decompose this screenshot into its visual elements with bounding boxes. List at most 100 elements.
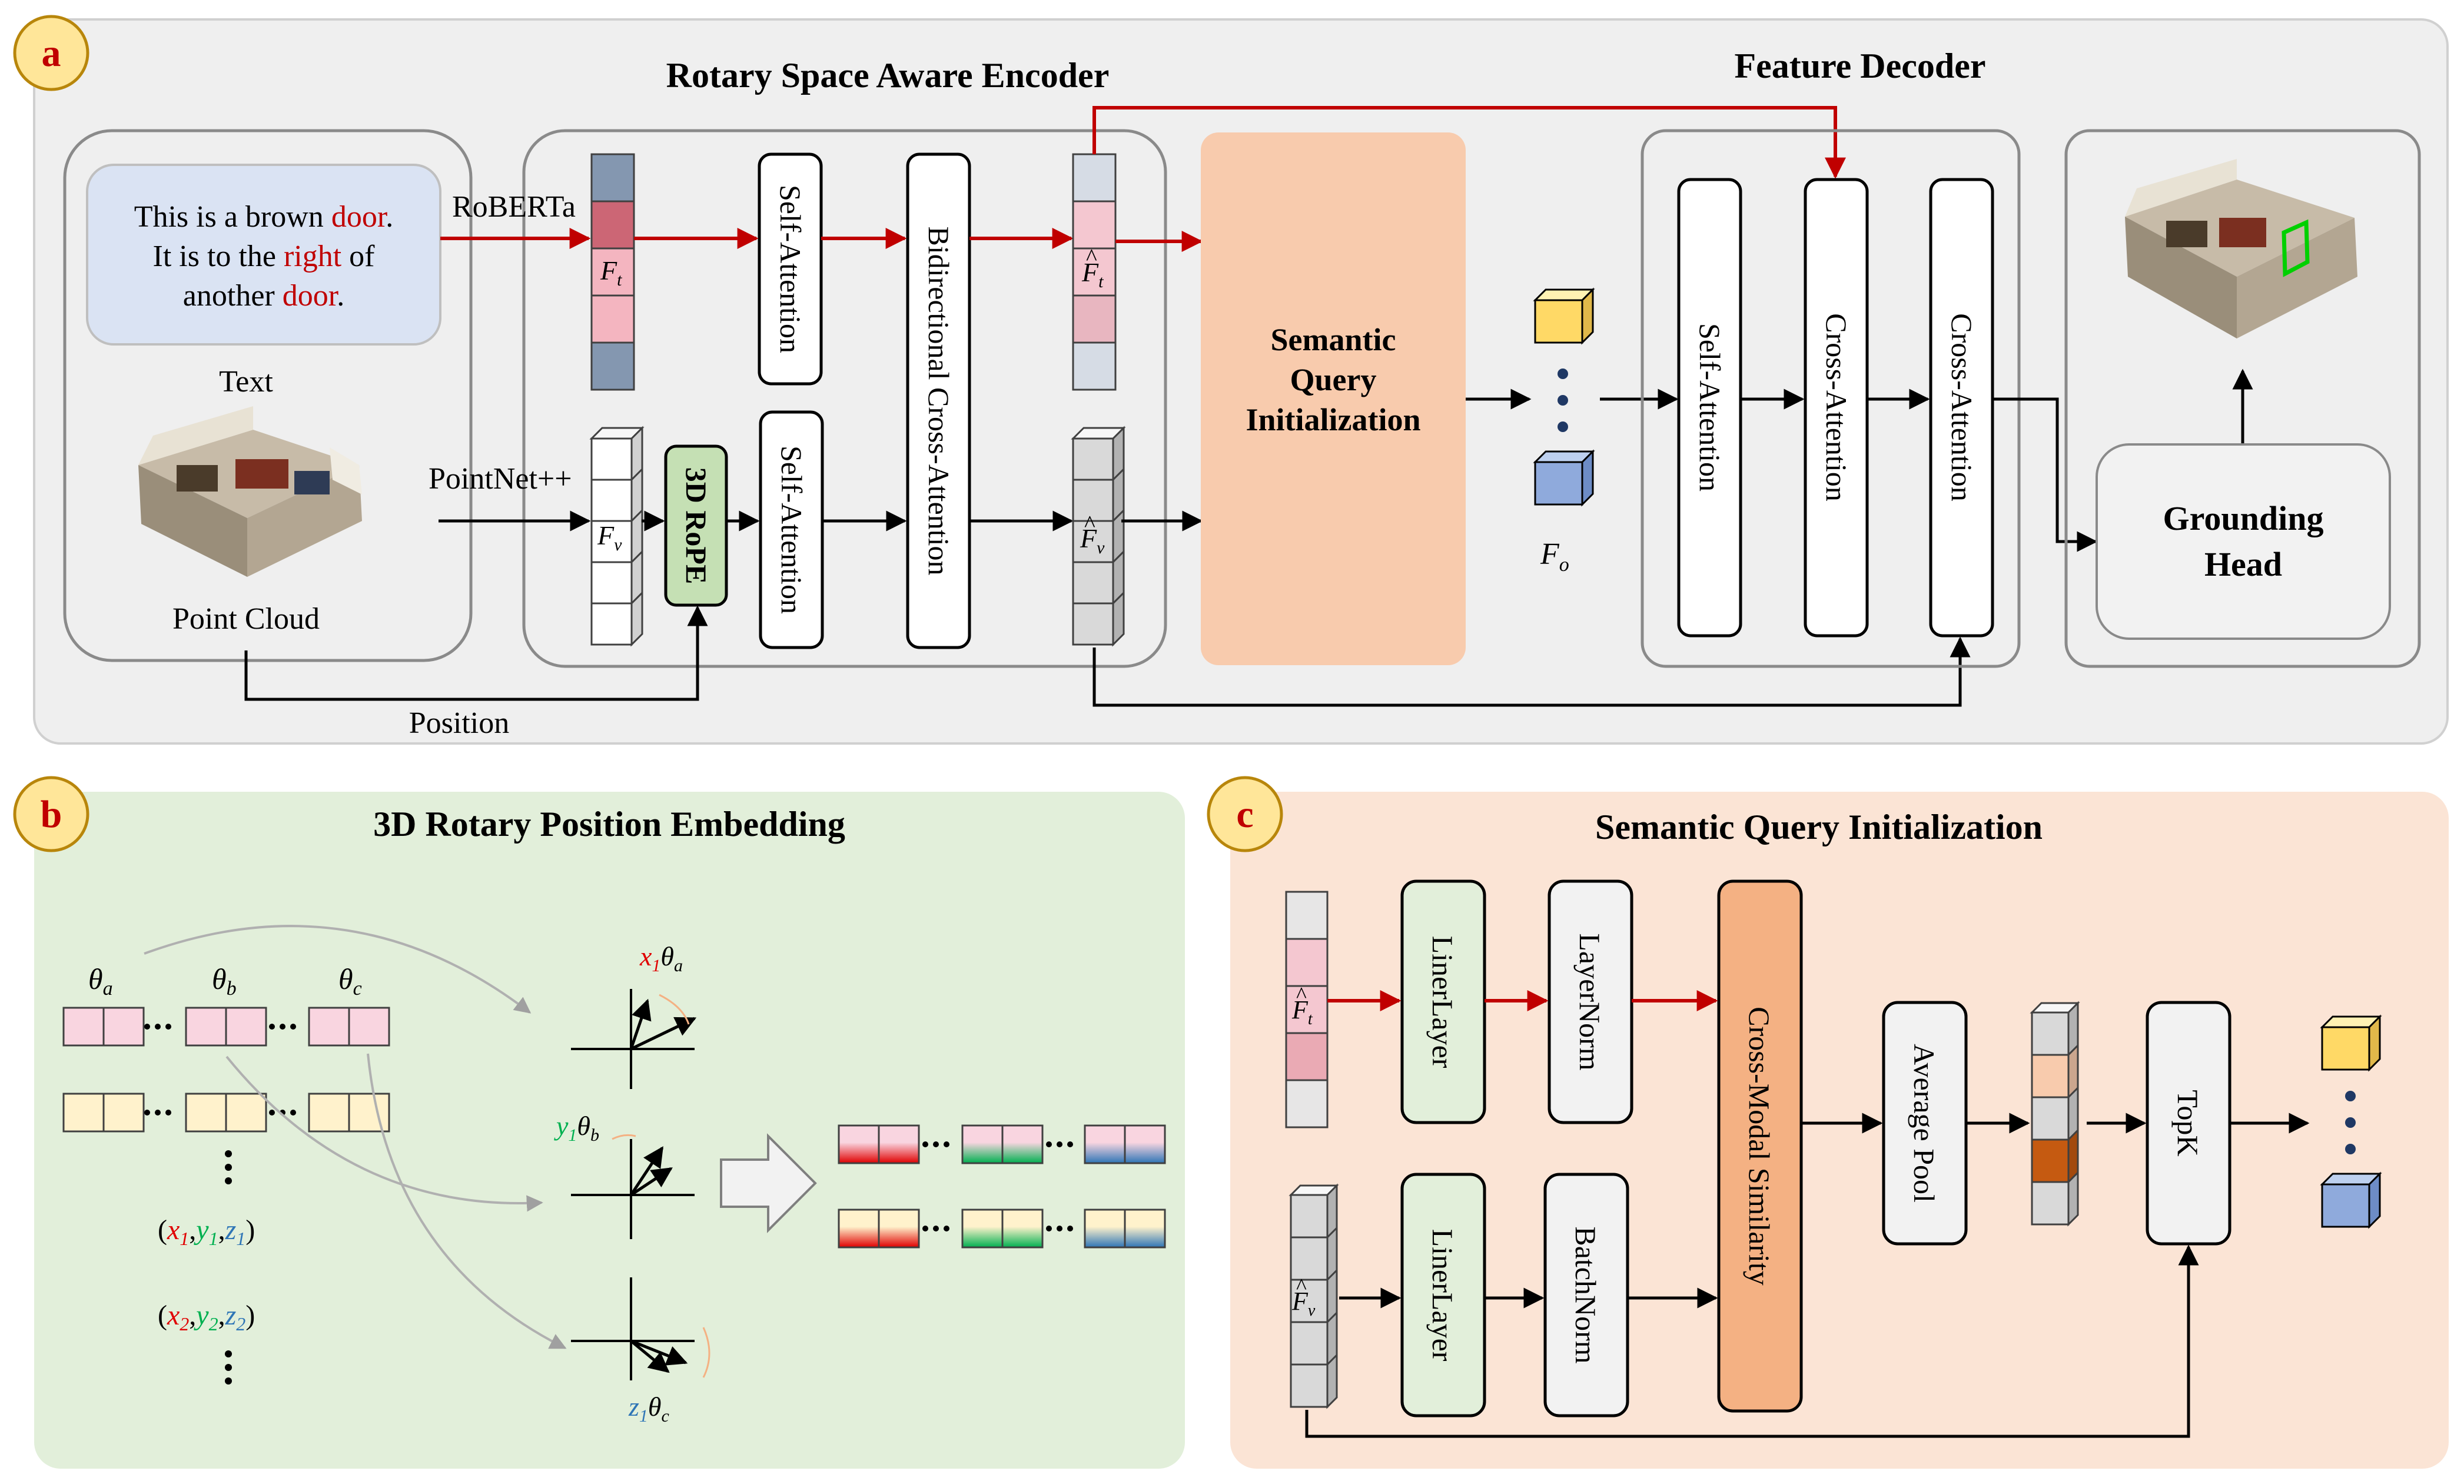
self-attention-point-box (759, 410, 824, 649)
row-ellipsis-dot (290, 1024, 296, 1030)
encoder-group-box (522, 129, 1167, 668)
panel-b: b 3D Rotary Position Embedding θa θb θc … (13, 776, 1185, 1469)
fv-label: Fv (597, 520, 622, 555)
embedding-row-pink (62, 1007, 390, 1047)
bidirectional-cross-attention-label: Bidirectional Cross-Attention (922, 227, 955, 576)
rotation-axis-z (571, 1277, 710, 1380)
vertical-ellipsis-1 (225, 1150, 232, 1184)
ft-hat-to-decoder-arrow (1092, 106, 1846, 179)
fv-hat-label: Fv (1080, 523, 1105, 557)
feature-cell (2031, 1011, 2070, 1056)
c-fv-hat: ^ (1296, 1274, 1307, 1299)
fv-hat-symbol: ^ (1084, 510, 1095, 537)
c-ft-hat: ^ (1296, 983, 1307, 1008)
embedding-cell (185, 1007, 227, 1047)
transform-arrow (720, 1133, 817, 1233)
panel-a-badge-letter: a (42, 32, 61, 75)
panel-c-badge-letter: c (1236, 793, 1253, 836)
embedding-cell (348, 1007, 390, 1047)
row-ellipsis-dot (944, 1141, 949, 1147)
ft-hat-symbol: ^ (1086, 244, 1097, 270)
decoder-cross-attention-2-label: Cross-Attention (1945, 313, 1978, 501)
row-ellipsis-dot (155, 1024, 161, 1030)
feature-cell (2031, 1138, 2070, 1183)
decoder-to-grounding-arrow (1993, 397, 2098, 552)
text-input-line: It is to the right of (153, 240, 376, 273)
c-text-feature (1285, 891, 1329, 1128)
decoder-cross-attention-2-box (1929, 178, 1994, 638)
grounded-scene-image (2125, 159, 2357, 338)
text-feature-ft (590, 153, 635, 391)
panel-c: c Semantic Query Initialization Ft ^ Fv … (1207, 776, 2449, 1469)
decoder-cross-attention-1-box (1804, 178, 1869, 638)
c-visual-feature (1289, 1183, 1339, 1409)
sqi-line-3: Initialization (1246, 402, 1420, 437)
panel-b-background (34, 792, 1185, 1469)
embedding-cell (62, 1007, 105, 1047)
row-ellipsis-dot (269, 1110, 275, 1116)
decoder-self-attention-box (1677, 178, 1742, 638)
topk-label: TopK (2171, 1090, 2204, 1156)
embedding-cell (225, 1093, 267, 1133)
self-attention-point-label: Self-Attention (775, 446, 808, 614)
grounding-head-line-2: Head (2204, 545, 2282, 583)
rotated-row-pink (838, 1124, 1166, 1164)
rotated-cell (1001, 1209, 1044, 1249)
rotated-cell (878, 1209, 920, 1249)
panel-b-title: 3D Rotary Position Embedding (373, 805, 845, 844)
c-output-cube-yellow (2320, 1014, 2382, 1072)
rotation-axis-y (571, 1134, 695, 1239)
rotated-cell (1001, 1124, 1044, 1164)
fo-cube-blue (1533, 449, 1595, 507)
row-ellipsis-dot (269, 1024, 275, 1030)
ft-hat-label: Ft (1081, 257, 1104, 291)
pooled-score-column (2030, 1001, 2080, 1227)
fo-label: Fo (1540, 537, 1569, 576)
decoder-self-attention-label: Self-Attention (1693, 323, 1726, 492)
feature-cell (1290, 1363, 1329, 1408)
sqi-block (1201, 132, 1466, 665)
panel-b-badge-letter: b (41, 793, 62, 836)
rotated-cell (961, 1209, 1004, 1249)
panel-c-badge (1207, 776, 1283, 852)
rope-label: 3D RoPE (680, 467, 713, 585)
batch-norm-box (1543, 1173, 1629, 1417)
row-ellipsis-dot (944, 1226, 949, 1231)
point-cloud-label: Point Cloud (172, 602, 320, 636)
rope-box (664, 444, 728, 607)
c-fv-bypass-to-topk-arrow (1305, 1244, 2199, 1438)
row-ellipsis-dot (144, 1024, 150, 1030)
ft-label: Ft (600, 255, 622, 290)
row-ellipsis-dot (933, 1141, 939, 1147)
row-ellipsis-dot (290, 1110, 296, 1116)
row-ellipsis-dot (1067, 1226, 1073, 1231)
rotated-cell (961, 1124, 1004, 1164)
embedding-cell (225, 1007, 267, 1047)
panel-a: a Rotary Space Aware Encoder Feature Dec… (13, 15, 2449, 745)
feature-cell (1290, 1194, 1329, 1239)
panel-c-title: Semantic Query Initialization (1595, 808, 2043, 846)
panel-a-badge (13, 15, 89, 91)
row-ellipsis-dot (933, 1226, 939, 1231)
text-input-line: another door. (183, 279, 344, 313)
average-pool-label: Average Pool (1908, 1044, 1941, 1203)
theta-a-curve (144, 925, 532, 1014)
rotated-cell (1124, 1124, 1166, 1164)
feature-cell (1290, 1236, 1329, 1281)
text-input-content: This is a brown door. It is to the right … (134, 200, 394, 313)
row-ellipsis-dot (165, 1110, 171, 1116)
coords-2: (x2,y2,z2) (158, 1300, 255, 1334)
batch-norm-label: BatchNorm (1569, 1226, 1602, 1363)
embedding-cell (102, 1007, 145, 1047)
encoder-title: Rotary Space Aware Encoder (666, 56, 1110, 95)
feature-cell (1072, 602, 1114, 646)
embedding-cell (308, 1007, 350, 1047)
embedding-cell (62, 1093, 105, 1133)
rotated-cell (838, 1124, 880, 1164)
feature-cell (590, 602, 633, 646)
text-input-line: This is a brown door. (134, 200, 394, 234)
sqi-line-2: Query (1290, 362, 1377, 397)
row-ellipsis-dot (1067, 1141, 1073, 1147)
feature-cell (2031, 1181, 2070, 1226)
